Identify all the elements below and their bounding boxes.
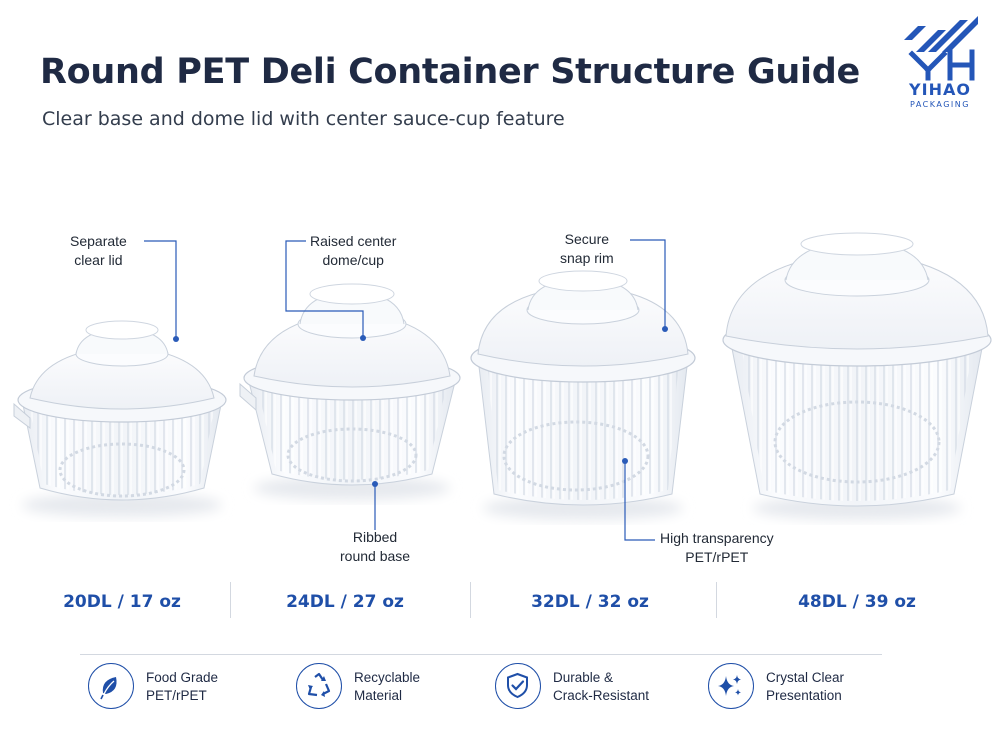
size-divider bbox=[230, 582, 231, 618]
yh-monogram-icon bbox=[904, 16, 978, 81]
callout-dot-lid bbox=[173, 336, 179, 342]
size-divider bbox=[716, 582, 717, 618]
recycle-icon bbox=[307, 672, 331, 697]
brand-name: YIHAO bbox=[909, 80, 971, 99]
sparkle-icon bbox=[718, 675, 741, 696]
features-divider bbox=[80, 654, 882, 655]
size-label-48dl: 48DL / 39 oz bbox=[798, 592, 916, 612]
callout-dot-dome bbox=[360, 335, 366, 341]
callout-dot-rim bbox=[662, 326, 668, 332]
callout-snap-rim: Secure snap rim bbox=[560, 231, 614, 266]
size-label-24dl: 24DL / 27 oz bbox=[286, 592, 404, 612]
callout-ribbed-base: Ribbed round base bbox=[340, 529, 411, 564]
page-subtitle: Clear base and dome lid with center sauc… bbox=[42, 108, 565, 130]
callout-transparency: High transparency PET/rPET bbox=[660, 530, 774, 565]
size-label-20dl: 20DL / 17 oz bbox=[63, 592, 181, 612]
callout-dot-base bbox=[372, 481, 378, 487]
leader-lines bbox=[144, 239, 666, 541]
callout-raised-dome: Raised center dome/cup bbox=[310, 233, 397, 268]
container-48dl bbox=[722, 232, 992, 520]
shield-check-icon bbox=[507, 672, 528, 699]
size-divider bbox=[470, 582, 471, 618]
container-20dl bbox=[13, 320, 227, 517]
leaf-icon bbox=[100, 677, 117, 700]
brand-tagline: PACKAGING bbox=[910, 100, 970, 109]
container-24dl bbox=[239, 283, 461, 500]
size-label-32dl: 32DL / 32 oz bbox=[531, 592, 649, 612]
container-32dl bbox=[470, 270, 696, 520]
callout-dot-transparency bbox=[622, 458, 628, 464]
page-title: Round PET Deli Container Structure Guide bbox=[40, 52, 860, 92]
callout-separate-lid: Separate clear lid bbox=[70, 233, 127, 268]
